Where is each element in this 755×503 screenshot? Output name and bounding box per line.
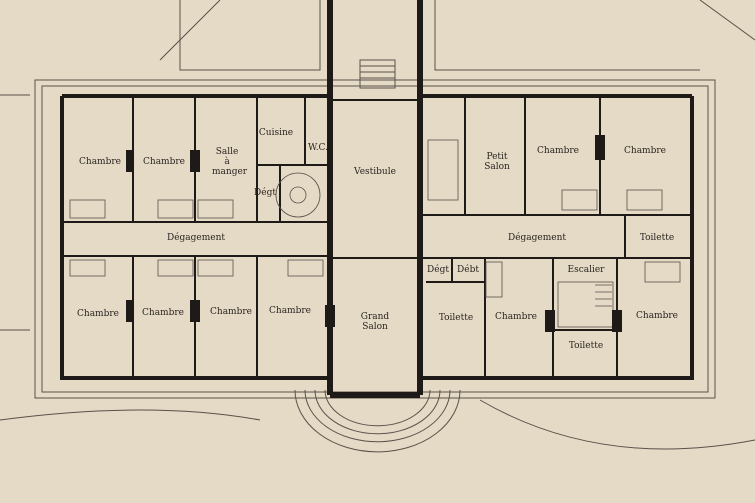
site-outline xyxy=(34,79,716,399)
room-chambre-4: Chambre xyxy=(624,146,666,156)
entrance-steps xyxy=(294,389,461,453)
room-chambre-3: Chambre xyxy=(537,146,579,156)
room-vestibule: Vestibule xyxy=(354,167,396,177)
courtyard-left xyxy=(179,0,321,71)
room-chambre-8: Chambre xyxy=(269,306,311,316)
room-wc: W.C. xyxy=(308,143,328,153)
room-cuisine: Cuisine xyxy=(258,128,294,138)
fireplaces xyxy=(126,135,622,332)
room-degagement-small: Dégt xyxy=(254,188,276,198)
room-chambre-10: Chambre xyxy=(636,311,678,321)
room-toilette-2: Toilette xyxy=(438,313,474,323)
room-escalier: Escalier xyxy=(567,265,605,275)
room-chambre-5: Chambre xyxy=(77,309,119,319)
room-petit-salon: Petit Salon xyxy=(484,152,510,172)
cupboards xyxy=(69,189,681,298)
corridor-left: Dégagement xyxy=(166,233,226,243)
room-chambre-1: Chambre xyxy=(79,157,121,167)
room-toilette-1: Toilette xyxy=(639,233,675,243)
stair-left xyxy=(275,172,321,218)
room-salle-a-manger: Salle à manger xyxy=(212,147,248,177)
stair-right xyxy=(427,139,614,328)
room-chambre-9: Chambre xyxy=(495,312,537,322)
garden-path xyxy=(0,0,755,331)
corridor-right: Dégagement xyxy=(507,233,567,243)
room-chambre-6: Chambre xyxy=(142,308,184,318)
walls xyxy=(60,0,694,398)
room-chambre-2: Chambre xyxy=(143,157,185,167)
courtyard-right xyxy=(434,0,700,71)
room-grand-salon: Grand Salon xyxy=(360,312,390,332)
room-toilette-3: Toilette xyxy=(568,341,604,351)
room-degagement-2: Dégt xyxy=(427,265,449,275)
room-degagement-3: Débt xyxy=(457,265,479,275)
room-chambre-7: Chambre xyxy=(210,307,252,317)
